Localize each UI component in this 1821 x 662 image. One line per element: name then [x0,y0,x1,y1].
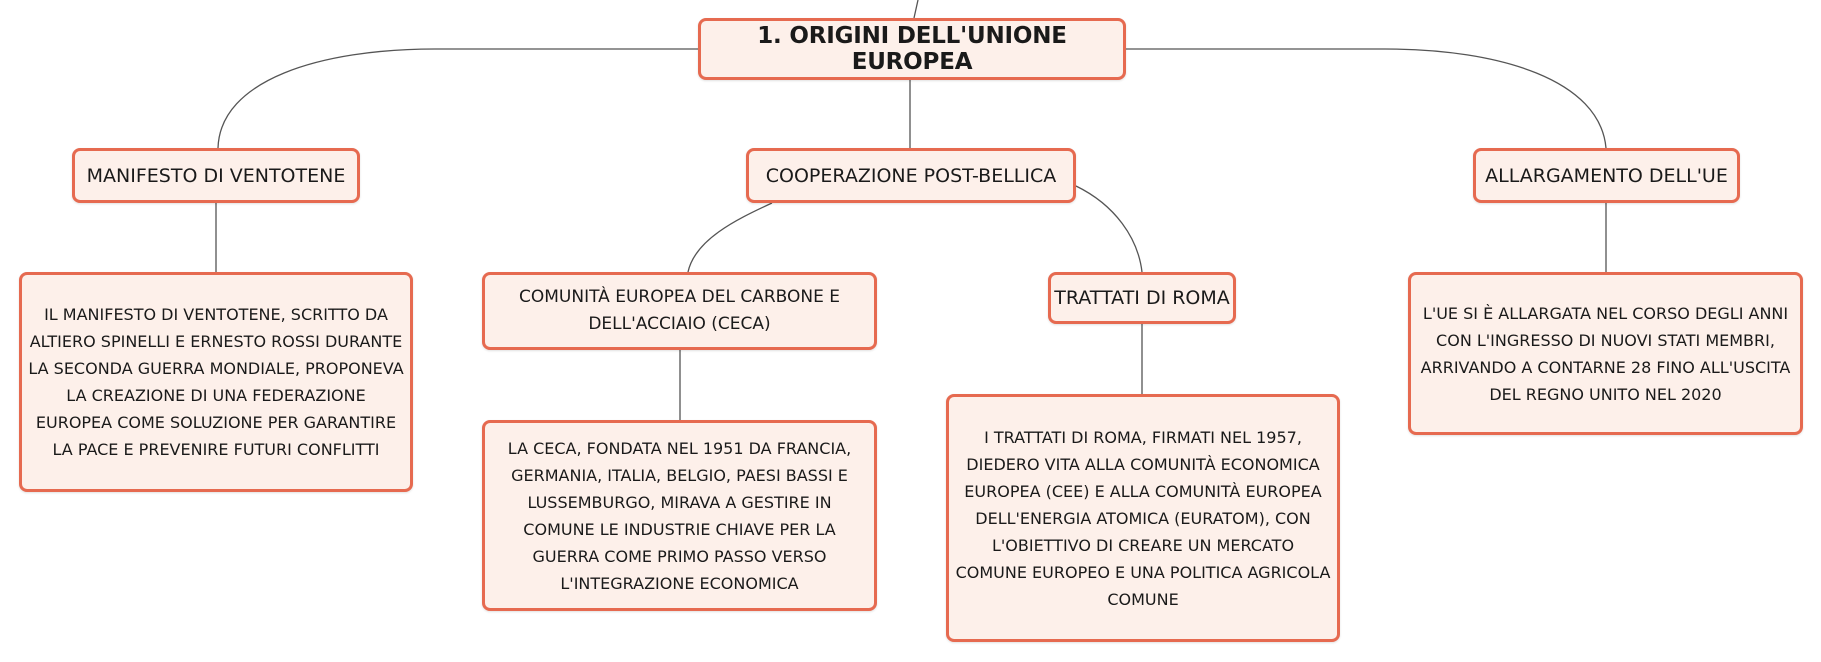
topic-manifesto-ventotene[interactable]: MANIFESTO DI VENTOTENE [72,148,360,203]
subtopic-trattati-di-roma[interactable]: TRATTATI DI ROMA [1048,272,1236,324]
detail-ceca[interactable]: LA CECA, FONDATA NEL 1951 DA FRANCIA, GE… [482,420,877,611]
connector-root-to-allargamento [1126,48,1607,149]
subtopic-ceca-label: COMUNITÀ EUROPEA DEL CARBONE E DELL'ACCI… [519,287,840,334]
topic-allargamento-ue[interactable]: ALLARGAMENTO DELL'UE [1473,148,1740,203]
detail-manifesto-ventotene-text: IL MANIFESTO DI VENTOTENE, SCRITTO DA AL… [28,305,404,459]
root-topic-label: 1. ORIGINI DELL'UNIONE EUROPEA [757,23,1067,75]
connector-root-to-ventotene [217,48,698,149]
detail-allargamento-ue-text: L'UE SI È ALLARGATA NEL CORSO DEGLI ANNI… [1420,303,1791,404]
subtopic-trattati-di-roma-label: TRATTATI DI ROMA [1054,287,1230,309]
detail-trattati-di-roma[interactable]: I TRATTATI DI ROMA, FIRMATI NEL 1957, DI… [946,394,1340,642]
subtopic-ceca[interactable]: COMUNITÀ EUROPEA DEL CARBONE E DELL'ACCI… [482,272,877,350]
topic-cooperazione-post-bellica[interactable]: COOPERAZIONE POST-BELLICA [746,148,1076,203]
root-topic[interactable]: 1. ORIGINI DELL'UNIONE EUROPEA [698,18,1126,80]
detail-trattati-di-roma-text: I TRATTATI DI ROMA, FIRMATI NEL 1957, DI… [955,427,1331,609]
topic-allargamento-ue-label: ALLARGAMENTO DELL'UE [1485,164,1728,187]
topic-manifesto-ventotene-label: MANIFESTO DI VENTOTENE [86,164,346,187]
detail-allargamento-ue[interactable]: L'UE SI È ALLARGATA NEL CORSO DEGLI ANNI… [1408,272,1803,435]
connector-cooperazione-to-ceca [687,202,773,273]
topic-cooperazione-post-bellica-label: COOPERAZIONE POST-BELLICA [765,164,1057,187]
detail-manifesto-ventotene[interactable]: IL MANIFESTO DI VENTOTENE, SCRITTO DA AL… [19,272,413,492]
detail-ceca-text: LA CECA, FONDATA NEL 1951 DA FRANCIA, GE… [507,438,852,593]
connector-parent-to-root [913,0,919,19]
connector-cooperazione-to-roma [1075,185,1143,273]
